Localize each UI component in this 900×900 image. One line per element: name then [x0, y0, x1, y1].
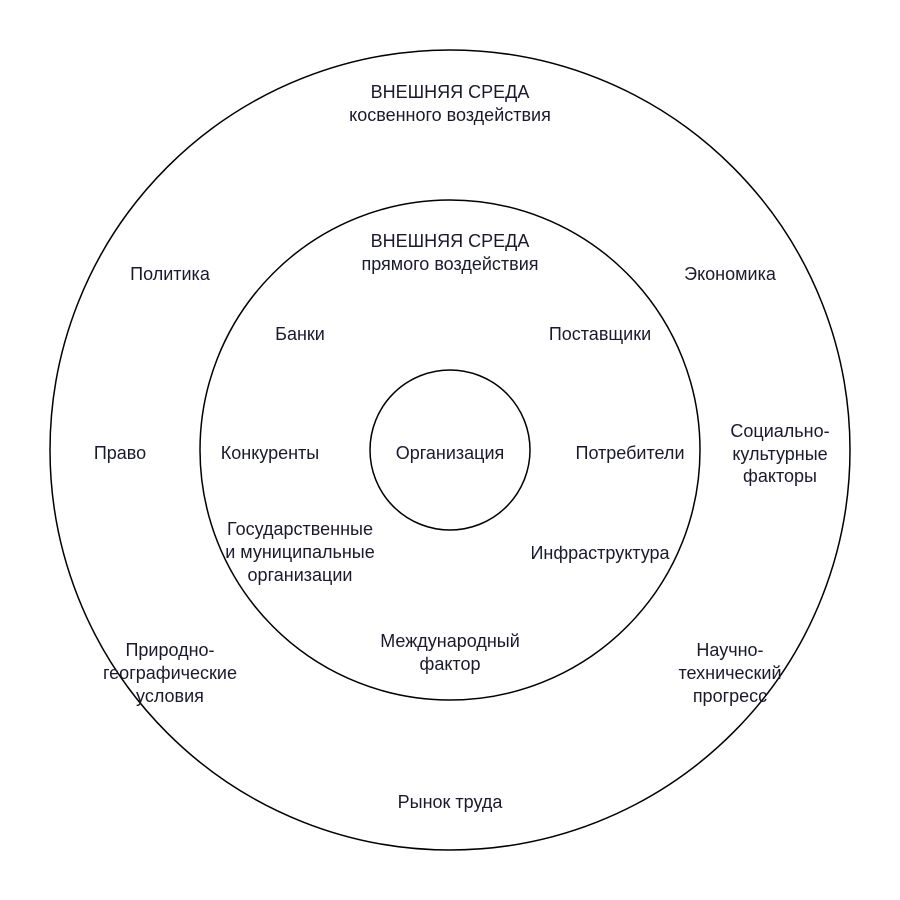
- factor-gov-orgs-line1: Государственные: [227, 519, 373, 539]
- outer-title-line2: косвенного воздействия: [349, 105, 551, 125]
- factor-sci-tech-line1: Научно-: [696, 640, 763, 660]
- middle-title-line1: ВНЕШНЯЯ СРЕДА: [371, 231, 530, 251]
- factor-suppliers: Поставщики: [549, 324, 651, 344]
- middle-title-line2: прямого воздействия: [361, 254, 538, 274]
- factor-sociocultural-line2: культурные: [732, 444, 827, 464]
- factor-sci-tech: Научно- технический прогресс: [678, 640, 781, 706]
- factor-politics: Политика: [130, 264, 211, 284]
- factor-labor-market: Рынок труда: [398, 792, 504, 812]
- factor-natural-geo-line2: географические: [103, 663, 237, 683]
- factor-sociocultural: Социально- культурные факторы: [730, 421, 829, 486]
- factor-international-line2: фактор: [420, 654, 481, 674]
- factor-banks: Банки: [275, 324, 325, 344]
- center-organization-label: Организация: [396, 443, 505, 463]
- factor-natural-geo-line1: Природно-: [125, 640, 214, 660]
- factor-sociocultural-line3: факторы: [743, 466, 817, 486]
- factor-sci-tech-line2: технический: [678, 663, 781, 683]
- factor-competitors: Конкуренты: [221, 443, 319, 463]
- factor-infrastructure: Инфраструктура: [530, 543, 670, 563]
- factor-gov-orgs-line2: и муниципальные: [225, 542, 375, 562]
- center-ring: [369, 369, 531, 531]
- factor-consumers: Потребители: [576, 443, 685, 463]
- factor-sociocultural-line1: Социально-: [730, 421, 829, 441]
- factor-natural-geo: Природно- географические условия: [103, 640, 237, 706]
- outer-title-line1: ВНЕШНЯЯ СРЕДА: [371, 82, 530, 102]
- outer-ring: [49, 49, 851, 851]
- middle-ring: [199, 199, 701, 701]
- factor-gov-orgs: Государственные и муниципальные организа…: [225, 519, 375, 585]
- factor-international: Международный фактор: [380, 631, 520, 674]
- factor-gov-orgs-line3: организации: [248, 565, 353, 585]
- factor-sci-tech-line3: прогресс: [693, 686, 767, 706]
- factor-natural-geo-line3: условия: [136, 686, 204, 706]
- factor-international-line1: Международный: [380, 631, 520, 651]
- factor-law: Право: [94, 443, 146, 463]
- factor-economy: Экономика: [684, 264, 777, 284]
